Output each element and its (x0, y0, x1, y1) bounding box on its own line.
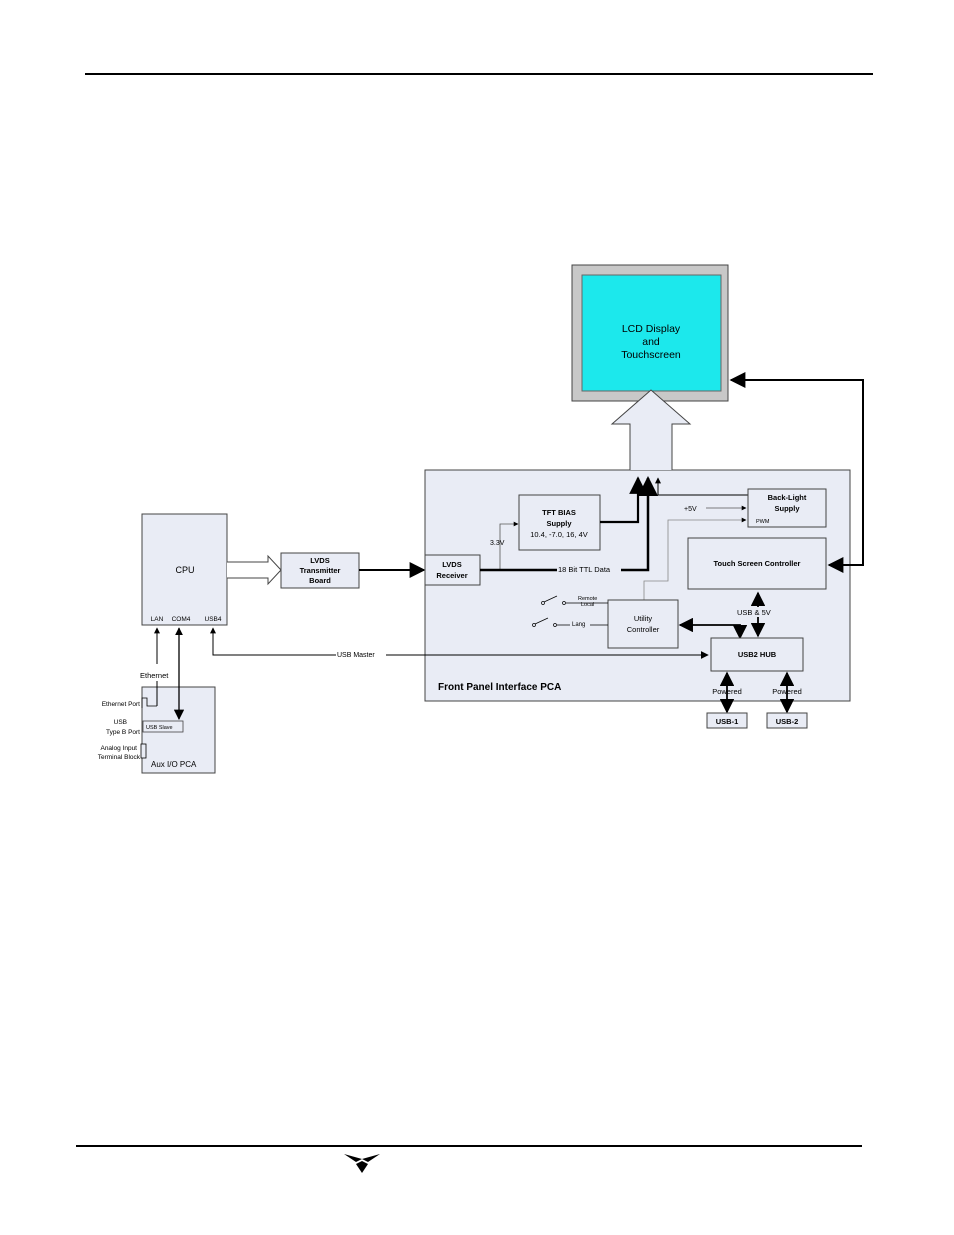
ttl-data-line (480, 476, 658, 572)
tft-bias-block (518, 494, 601, 551)
pwm-line (643, 517, 747, 600)
backlight-label-1: Back-Light (768, 493, 807, 502)
header-rule (85, 73, 873, 75)
lcd-label-3: Touchscreen (621, 349, 681, 361)
footer-logo-icon (344, 1154, 380, 1173)
v5-label: +5V (684, 506, 697, 513)
lvds-rx-label-1: LVDS (442, 560, 461, 569)
footer-rule (76, 1145, 862, 1147)
lvds-rx-label-2: Receiver (436, 571, 467, 580)
cpu-to-lvds-arrow (227, 554, 282, 586)
usb-master-label-bg (336, 650, 386, 659)
usb-master-label: USB Master (337, 652, 375, 659)
lvds-tx-label-3: Board (309, 576, 331, 585)
usb-slave-box (142, 720, 184, 733)
ethernet-label: Ethernet (140, 671, 169, 680)
usb2-hub-block (710, 637, 804, 672)
ttl-label: 18 Bit TTL Data (558, 565, 611, 574)
ethernet-port-label: Ethernet Port (102, 701, 140, 708)
lcd-screen (581, 274, 722, 392)
ethernet-port-connector (141, 697, 157, 708)
touch-lcd-link (729, 372, 864, 573)
tft-bias-label-3: 10.4, -7.0, 16, 4V (530, 530, 588, 539)
utility-controller-block (607, 599, 679, 649)
usb-slave-label: USB Slave (146, 725, 173, 731)
usb5v-label-bg (736, 607, 780, 617)
remote-label: Remote (578, 596, 597, 602)
cpu-port-lan: LAN (151, 616, 164, 623)
utility-label-1: Utility (634, 614, 653, 623)
usb2-hub-label: USB2 HUB (738, 650, 777, 659)
analog-label-2: Terminal Block (98, 754, 141, 761)
remote-local-switch (541, 595, 608, 605)
cpu-title: CPU (175, 565, 194, 575)
usb-b-label-1: USB (114, 719, 127, 726)
usb5v-label: USB & 5V (737, 608, 771, 617)
usb2-port (766, 712, 808, 729)
lang-label-bg (570, 619, 590, 628)
touch-controller-label: Touch Screen Controller (714, 559, 801, 568)
cpu-block (141, 513, 228, 626)
lcd-display: LCD Display and Touchscreen (571, 264, 729, 402)
ttl-label-bg (557, 563, 621, 573)
lvds-tx-label-1: LVDS (310, 556, 329, 565)
lcd-label-2: and (642, 336, 660, 348)
lvds-tx-label-2: Transmitter (300, 566, 341, 575)
usb1-label: USB-1 (716, 717, 739, 726)
cpu-port-usb4: USB4 (205, 616, 222, 623)
video-up-arrow (610, 389, 692, 470)
analog-label-1: Analog Input (100, 745, 137, 752)
backlight-label-2: Supply (774, 504, 800, 513)
utility-hub-link (678, 617, 748, 640)
v33-label: 3.3V (490, 540, 505, 547)
lvds-receiver-block (424, 554, 481, 586)
cpu-port-com4: COM4 (172, 616, 191, 623)
utility-label-2: Controller (627, 625, 660, 634)
local-label: Local (581, 602, 594, 608)
usb1-port (706, 712, 748, 729)
pwm-label: PWM (756, 519, 770, 525)
aux-io-label: Aux I/O PCA (151, 760, 197, 769)
analog-terminal-block (140, 743, 147, 759)
front-panel-label: Front Panel Interface PCA (438, 682, 561, 693)
backlight-output (655, 477, 748, 496)
usb-b-label-2: Type B Port (106, 729, 140, 736)
lang-label: Lang (572, 622, 585, 628)
usb-master-line (210, 627, 709, 659)
lcd-label-1: LCD Display (622, 323, 681, 335)
tft-bias-label-1: TFT BIAS (542, 508, 576, 517)
usb2-label: USB-2 (776, 717, 799, 726)
tft-bias-label-2: Supply (546, 519, 572, 528)
v33-line (499, 521, 519, 570)
